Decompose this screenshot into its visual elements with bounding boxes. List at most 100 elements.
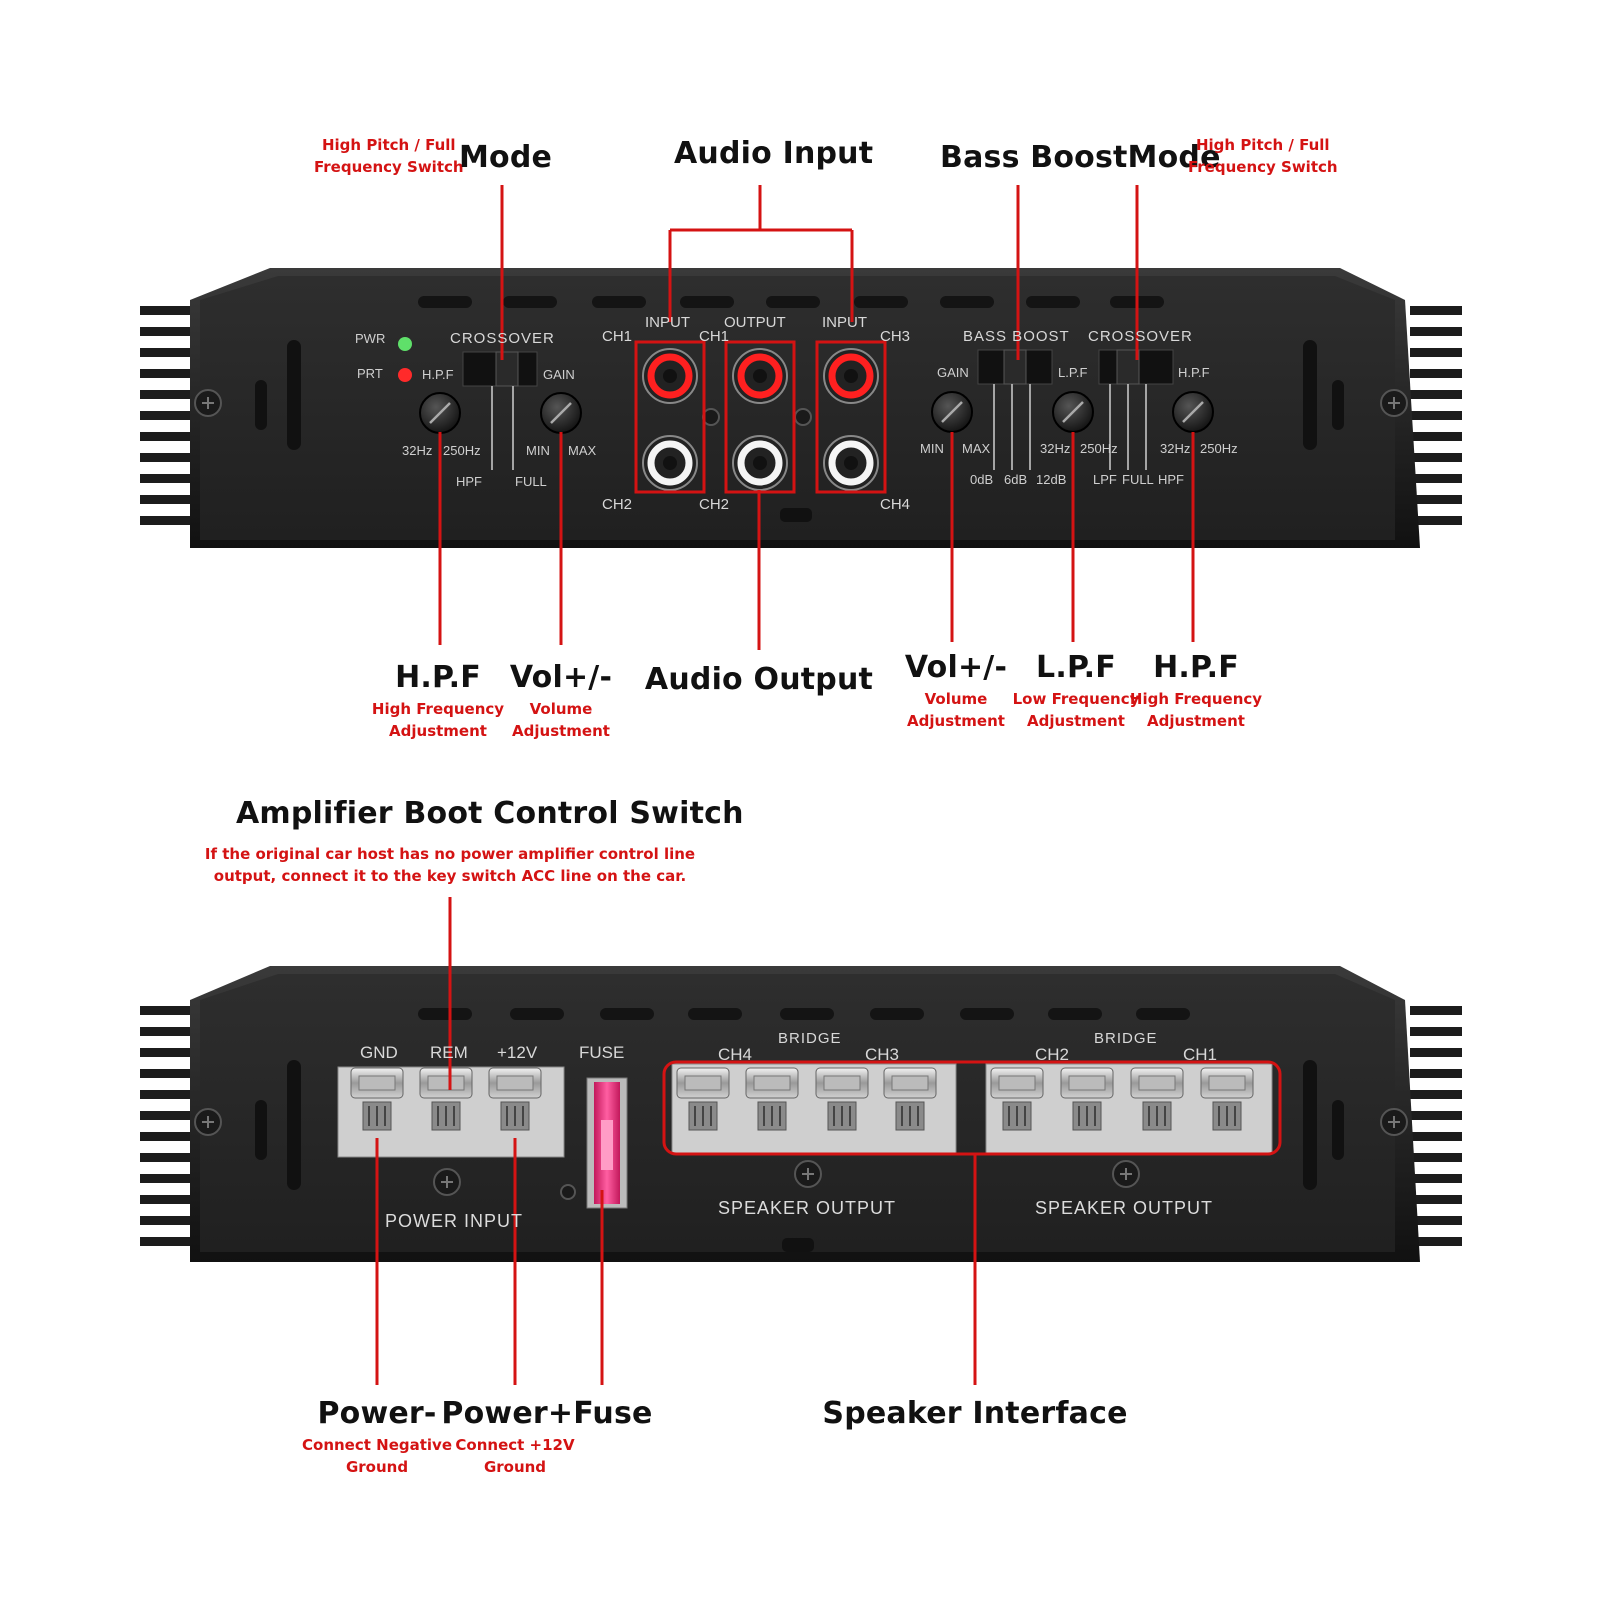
heatsink-fin <box>1410 306 1462 315</box>
vol-right-note: Volume Adjustment <box>907 690 1005 730</box>
vol-left-note: Volume Adjustment <box>512 700 610 740</box>
heatsink-fin <box>140 453 192 462</box>
bridge-right-label: BRIDGE <box>1094 1030 1158 1047</box>
heatsink-fin <box>140 1195 192 1204</box>
heatsink-fin <box>1410 369 1462 378</box>
full-mode-right-label: FULL <box>1122 472 1154 487</box>
hz32-mid-label: 32Hz <box>1040 441 1071 456</box>
heatsink-fin <box>1410 495 1462 504</box>
rca-pin <box>844 369 858 383</box>
heatsink-fin <box>140 348 192 357</box>
hpf-left-label: H.P.F <box>395 660 481 695</box>
top-amplifier-body <box>140 268 1462 548</box>
heatsink-fin <box>1410 1153 1462 1162</box>
lpf-knob-label: L.P.F <box>1058 365 1088 380</box>
heatsink-fin <box>1410 1174 1462 1183</box>
speaker-output-left-label: SPEAKER OUTPUT <box>718 1198 897 1218</box>
max-right-label: MAX <box>962 441 991 456</box>
bottom-amplifier-body <box>140 966 1462 1262</box>
heatsink-fin <box>140 432 192 441</box>
heatsink-fin <box>1410 1027 1462 1036</box>
screw-head <box>1208 1075 1246 1091</box>
heatsink-fin <box>140 1174 192 1183</box>
power-input-label: POWER INPUT <box>385 1211 524 1231</box>
hpf-mode-label: HPF <box>456 474 482 489</box>
speaker-interface-label: Speaker Interface <box>822 1396 1128 1431</box>
heatsink-fin <box>1410 411 1462 420</box>
heatsink-fin <box>140 1090 192 1099</box>
audio-output-label: Audio Output <box>644 662 874 697</box>
heatsink-fin <box>1410 327 1462 336</box>
heatsink-fin <box>140 495 192 504</box>
db6-label: 6dB <box>1004 472 1028 487</box>
terminal-ridges <box>833 1106 851 1126</box>
rca-ring-white <box>828 440 874 486</box>
terminal-ridges <box>763 1106 781 1126</box>
terminal-ridges <box>1218 1106 1236 1126</box>
full-mode-label: FULL <box>515 474 547 489</box>
ch3-label: CH3 <box>880 328 911 345</box>
vol-left-label: Vol+/- <box>509 660 613 695</box>
v12-label: +12V <box>497 1043 538 1062</box>
lpf-right-note: Low Frequency Adjustment <box>1012 690 1140 730</box>
heatsink-fin <box>1410 1048 1462 1057</box>
heatsink-fin <box>1410 1132 1462 1141</box>
screw-head <box>1138 1075 1176 1091</box>
heatsink-fin <box>1410 1111 1462 1120</box>
heatsink-fin <box>140 1132 192 1141</box>
power-pos-label: Power+Fuse <box>441 1396 653 1431</box>
heatsink-fin <box>1410 1216 1462 1225</box>
heatsink-fin <box>140 1237 192 1246</box>
heatsink-fin <box>140 411 192 420</box>
ch1-output-label: CH1 <box>699 328 730 345</box>
bridge-left-label: BRIDGE <box>778 1030 842 1047</box>
heatsink-fin <box>1410 1006 1462 1015</box>
screw-head <box>496 1075 534 1091</box>
hpf-mode-right-label: HPF <box>1158 472 1184 487</box>
min-right-label: MIN <box>920 441 944 456</box>
heatsink-fin <box>1410 516 1462 525</box>
prt-label: PRT <box>357 366 383 381</box>
terminal-ridges <box>694 1106 712 1126</box>
input-left-label: INPUT <box>645 314 690 331</box>
hz32-left-label: 32Hz <box>402 443 433 458</box>
crossover-left-label: CROSSOVER <box>450 330 555 347</box>
heatsink-fin <box>140 1006 192 1015</box>
ch2-terminal-label: CH2 <box>1035 1045 1070 1064</box>
heatsink-fin <box>140 1153 192 1162</box>
screw-head <box>684 1075 722 1091</box>
ch1-terminal-label: CH1 <box>1183 1045 1218 1064</box>
max-left-label: MAX <box>568 443 597 458</box>
heatsink-fin <box>1410 453 1462 462</box>
gnd-label: GND <box>360 1043 398 1062</box>
rca-ring-red <box>737 353 783 399</box>
screw-head <box>998 1075 1036 1091</box>
mode-left-label: Mode <box>459 140 553 175</box>
bass-boost-mode-label: Bass BoostMode <box>940 140 1221 175</box>
hz32-right-label: 32Hz <box>1160 441 1191 456</box>
vol-right-label: Vol+/- <box>904 650 1008 685</box>
hpf-left-note: High Frequency Adjustment <box>371 700 505 740</box>
heatsink-fin <box>140 1027 192 1036</box>
audio-input-label: Audio Input <box>674 136 874 171</box>
screw-head <box>427 1075 465 1091</box>
heatsink-fin <box>1410 1237 1462 1246</box>
gain-left-label: GAIN <box>543 367 575 382</box>
rca-pin <box>844 456 858 470</box>
hpf-right-note: High Frequency Adjustment <box>1129 690 1263 730</box>
terminal-ridges <box>506 1106 524 1126</box>
ch2-output-label: CH2 <box>699 496 730 513</box>
boot-switch-label: Amplifier Boot Control Switch <box>236 796 744 831</box>
output-label: OUTPUT <box>724 314 786 331</box>
rca-ring-red <box>828 353 874 399</box>
heatsink-fin <box>140 1048 192 1057</box>
bass-boost-label: BASS BOOST <box>963 328 1070 345</box>
heatsink-fin <box>1410 474 1462 483</box>
rca-pin <box>753 456 767 470</box>
heatsink-fin <box>1410 1069 1462 1078</box>
fuse-label: FUSE <box>579 1043 625 1062</box>
hpf-knob-label: H.P.F <box>422 367 454 382</box>
min-left-label: MIN <box>526 443 550 458</box>
heatsink-fin <box>1410 432 1462 441</box>
